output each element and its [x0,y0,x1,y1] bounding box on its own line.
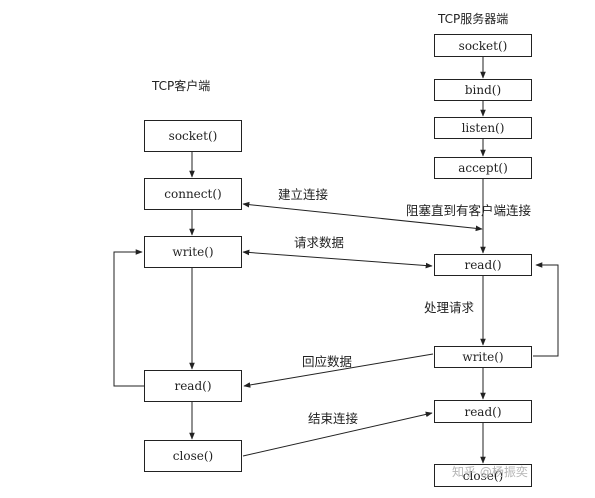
watermark: 知乎 @杨振奕 [452,465,528,479]
server-close-box: close() [434,464,532,487]
server-read-box: read() [434,254,532,276]
server-write-box: write() [434,346,532,368]
client-connect-box: connect() [144,178,242,210]
label-process: 处理请求 [424,300,475,315]
server-header: TCP服务器端 [438,12,509,26]
server-read2-box: read() [434,400,532,423]
server-listen-box: listen() [434,117,532,139]
arrow-reply [243,353,434,388]
label-connect: 建立连接 [278,187,329,202]
label-block: 阻塞直到有客户端连接 [406,203,532,218]
client-write-box: write() [144,236,242,268]
arrow-connect-accept [242,201,483,232]
arrow-server-loop [533,262,559,357]
server-accept-box: accept() [434,157,532,179]
arrow-request [242,249,433,269]
server-socket-box: socket() [434,34,532,57]
label-request: 请求数据 [294,235,345,250]
client-read-box: read() [144,370,242,402]
client-header: TCP客户端 [152,79,211,93]
server-bind-box: bind() [434,79,532,101]
client-socket-box: socket() [144,120,242,152]
arrow-end [242,411,433,457]
label-end: 结束连接 [308,411,359,426]
arrow-client-loop [113,249,144,387]
label-reply: 回应数据 [302,354,353,369]
client-close-box: close() [144,440,242,472]
